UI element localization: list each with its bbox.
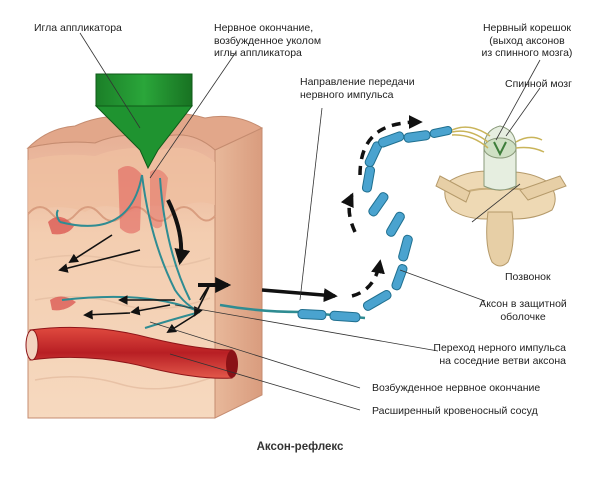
spinal-cord-label: Спинной мозг: [505, 78, 572, 90]
needle-label: Игла аппликатора: [34, 22, 122, 34]
root-line2: (выход аксонов: [489, 34, 565, 47]
root-line3: из спинного мозга): [481, 47, 573, 59]
impulse-arrow-down: [166, 199, 191, 266]
root-line1: Нервный корешок: [482, 22, 572, 34]
nerve-ending-line3: иглы аппликатора: [214, 47, 302, 59]
axon: [219, 126, 453, 323]
applicator-needle: [94, 73, 194, 170]
nerve-ending-line1: Нервное окончание,: [214, 22, 314, 34]
direction-label: Направление передачи нервного импульса: [300, 76, 415, 101]
nerve-root-label: Нервный корешок (выход аксонов из спинно…: [462, 22, 592, 60]
nerve-ending-label: Нервное окончание, возбужденное уколом и…: [214, 22, 321, 60]
vessel-label: Расширенный кровеносный сосуд: [372, 405, 538, 417]
transition-line2: на соседние ветви аксона: [439, 354, 566, 367]
transition-line1: Переход нерного импульса: [433, 342, 566, 354]
vertebra-label: Позвонок: [505, 271, 551, 283]
blood-vessel: [25, 326, 238, 379]
figure-caption: Аксон-рефлекс: [256, 441, 344, 453]
excited-ending-label: Возбужденное нервное окончание: [372, 382, 541, 394]
axon-line1: Аксон в защитной: [479, 298, 567, 310]
direction-line2: нервного импульса: [300, 88, 394, 101]
direction-line1: Направление передачи: [300, 76, 415, 88]
vertebra: [435, 170, 567, 267]
spinal-cord: [483, 125, 517, 191]
nerve-root: [451, 126, 545, 153]
direction-arrows: [261, 115, 423, 303]
leader-lines: [79, 32, 541, 411]
axon-line2: оболочке: [500, 310, 546, 323]
axon-label: Аксон в защитной оболочке: [473, 298, 573, 323]
transition-label: Переход нерного импульса на соседние вет…: [400, 342, 566, 367]
nerve-ending-line2: возбужденное уколом: [214, 34, 322, 47]
